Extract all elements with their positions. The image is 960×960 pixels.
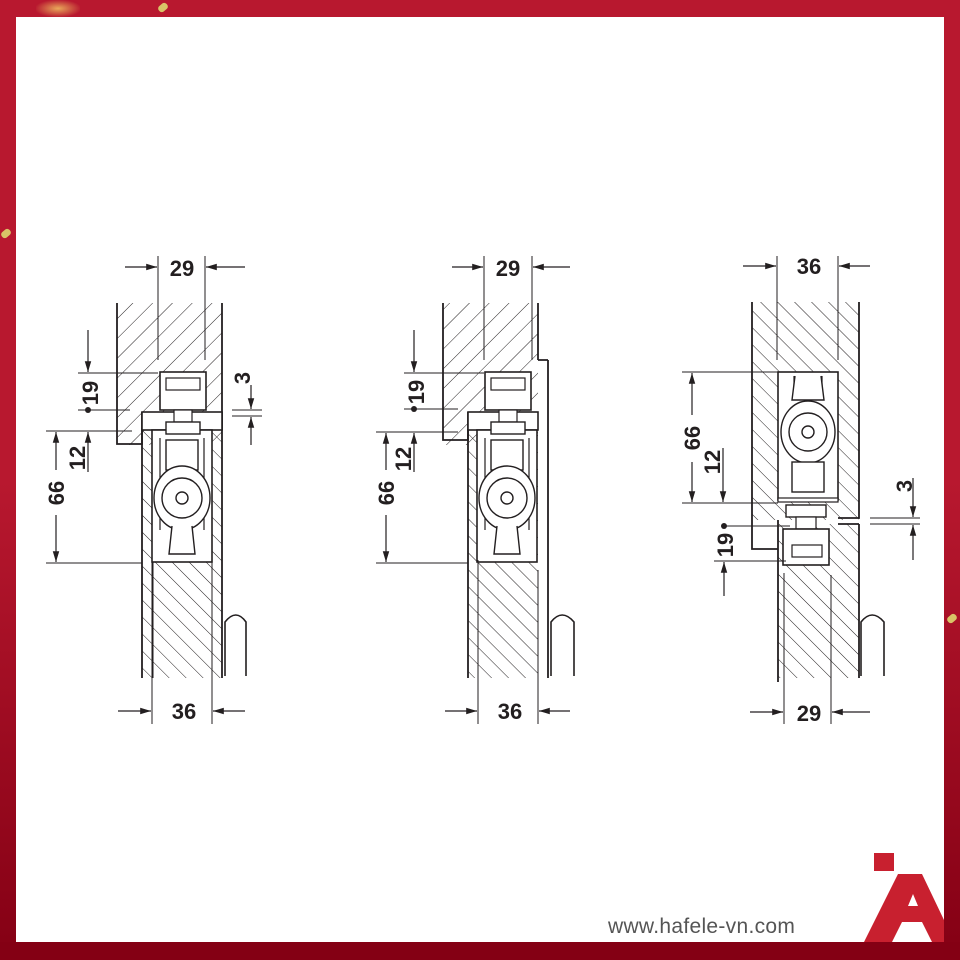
dim-19: 19	[404, 380, 429, 404]
dim-12: 12	[391, 447, 416, 471]
website-url[interactable]: www.hafele-vn.com	[608, 915, 796, 938]
dim-3: 3	[892, 480, 917, 492]
diagram-left: 29 36 19 3 12 66	[44, 256, 262, 724]
dim-top-width: 29	[496, 256, 520, 281]
dim-3: 3	[230, 372, 255, 384]
dim-19: 19	[713, 533, 738, 557]
dim-19: 19	[78, 381, 103, 405]
dim-top-width: 29	[170, 256, 194, 281]
dim-12: 12	[65, 446, 90, 470]
decorative-glow	[36, 0, 80, 17]
dim-bottom-width: 36	[498, 699, 522, 724]
dim-66: 66	[374, 481, 399, 505]
frame-left-shade	[0, 480, 16, 960]
dim-12: 12	[700, 450, 725, 474]
frame-right-shade	[944, 480, 960, 960]
frame-bottom	[0, 942, 960, 960]
hafele-a-logo-icon	[864, 853, 944, 942]
diagram-middle: 29 36 19 12 66	[374, 256, 575, 724]
dim-66: 66	[680, 426, 705, 450]
dim-top-width: 36	[797, 254, 821, 279]
dim-bottom-width: 36	[172, 699, 196, 724]
diagram-right: 36 29 66 12 3 19	[680, 254, 920, 726]
dim-66: 66	[44, 481, 69, 505]
dim-bottom-width: 29	[797, 701, 821, 726]
